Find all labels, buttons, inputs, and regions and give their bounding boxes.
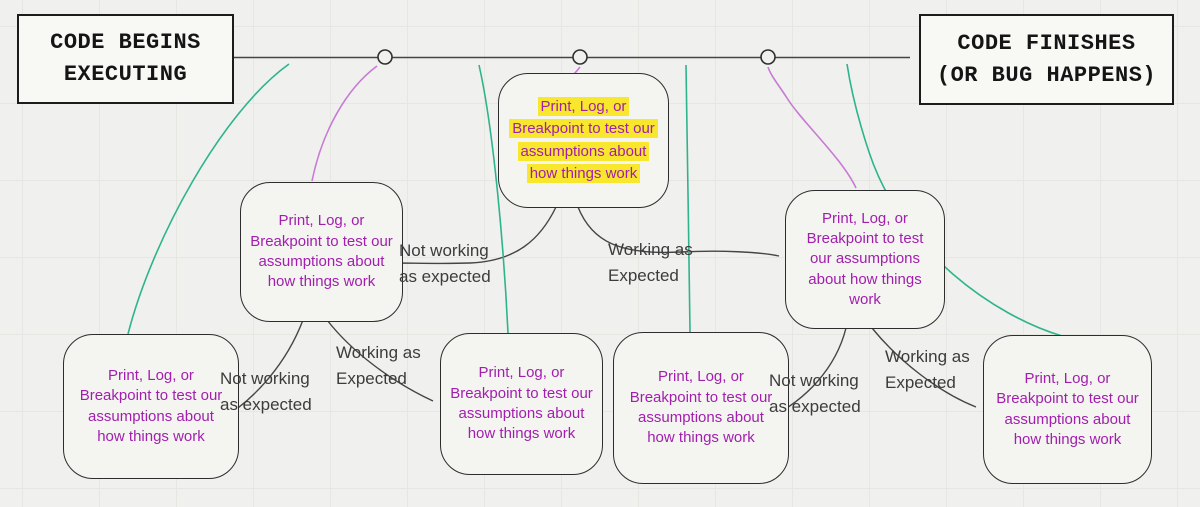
green-arrow-bottomcenterleft-to-timeline	[478, 64, 509, 334]
start-box-line2: EXECUTING	[63, 62, 188, 87]
pink-arrow-right-node-to-checkpoint	[767, 66, 857, 189]
node-text: Print, Log, or Breakpoint to test our as…	[629, 368, 773, 447]
edge-right-to-bottomright-working	[871, 327, 977, 408]
edge-label-not-working-3: Not working as expected	[769, 371, 861, 417]
edge-center-to-left-not-working	[394, 206, 557, 265]
start-box: CODE BEGINS EXECUTING	[17, 14, 234, 104]
node-text: Print, Log, or Breakpoint to test our as…	[79, 366, 223, 445]
edge-label-working-3: Working as Expected	[885, 347, 970, 393]
node-bottom-center-left: Print, Log, or Breakpoint to test our as…	[440, 333, 603, 475]
green-arrow-bottomcenterright-to-timeline	[685, 64, 691, 333]
node-right-middle: Print, Log, or Breakpoint to test our as…	[785, 190, 945, 329]
node-text: Print, Log, or Breakpoint to test our as…	[250, 212, 393, 291]
node-text-highlighted: Print, Log, or Breakpoint to test our as…	[506, 96, 661, 186]
edge-label-not-working-1: Not working as expected	[399, 241, 491, 287]
node-center-top-highlighted: Print, Log, or Breakpoint to test our as…	[498, 73, 669, 208]
node-text: Print, Log, or Breakpoint to test our as…	[996, 369, 1139, 448]
node-bottom-right: Print, Log, or Breakpoint to test our as…	[983, 335, 1152, 484]
checkpoint-circle-2	[572, 49, 588, 65]
edge-label-working-1: Working as Expected	[608, 240, 693, 286]
node-bottom-center-right: Print, Log, or Breakpoint to test our as…	[613, 332, 789, 484]
green-arrow-bottomleft-to-timeline	[127, 63, 290, 335]
checkpoint-circle-1	[377, 49, 393, 65]
end-box-line2: (OR BUG HAPPENS)	[936, 62, 1157, 88]
edge-label-working-2: Working as Expected	[336, 343, 421, 389]
node-text: Print, Log, or Breakpoint to test our as…	[450, 364, 593, 443]
end-box-line1: CODE FINISHES	[957, 30, 1136, 56]
edge-label-not-working-2: Not working as expected	[220, 369, 312, 415]
edge-left-to-bottomcenterleft-working	[326, 319, 434, 402]
checkpoint-circle-3	[760, 49, 776, 65]
edge-center-to-right-working	[577, 206, 780, 257]
pink-arrow-left-node-to-checkpoint	[311, 65, 378, 182]
end-box: CODE FINISHES (OR BUG HAPPENS)	[919, 14, 1174, 105]
node-bottom-left: Print, Log, or Breakpoint to test our as…	[63, 334, 239, 479]
node-text: Print, Log, or Breakpoint to test our as…	[806, 209, 924, 309]
start-box-line1: CODE BEGINS	[50, 30, 201, 56]
node-left-middle: Print, Log, or Breakpoint to test our as…	[240, 182, 403, 322]
